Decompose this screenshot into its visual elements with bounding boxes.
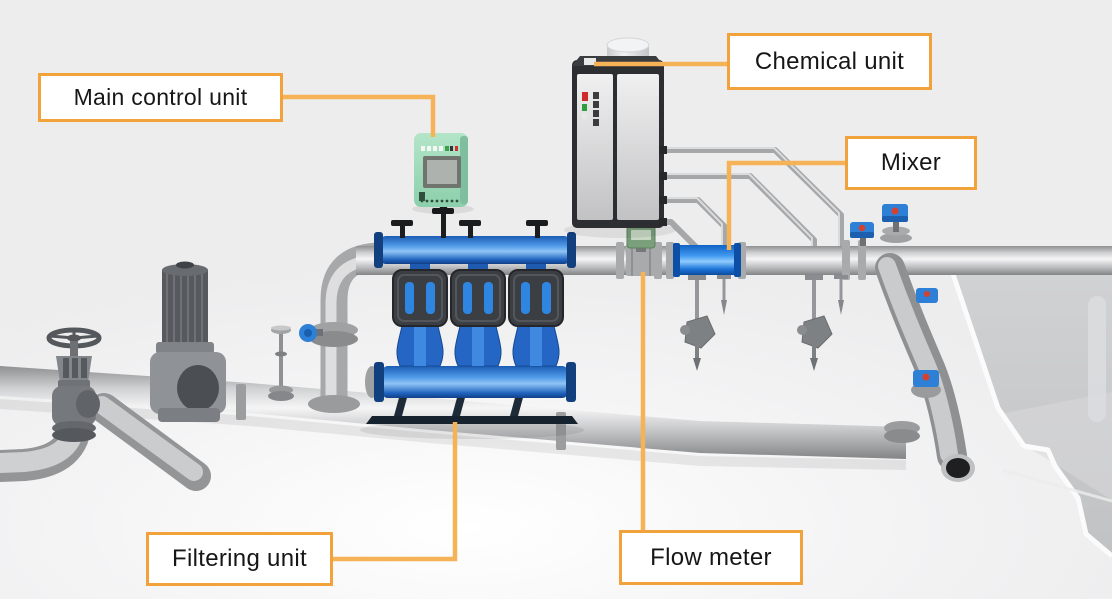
chemical-unit-cabinet [564,37,676,238]
label-flow-meter: Flow meter [619,530,803,585]
label-filtering-unit-text: Filtering unit [172,545,307,572]
bottom-manifold [382,366,568,398]
label-main-control-unit-text: Main control unit [73,84,248,110]
label-chemical-unit: Chemical unit [727,33,932,90]
manifold-fittings [391,202,548,238]
callout-line-filtering-unit [333,422,458,562]
gate-valve [46,327,102,442]
injection-points [680,275,848,371]
injection-valve [680,275,716,371]
tube-ports [659,146,667,226]
label-main-control-unit: Main control unit [38,73,283,122]
pipe-top-valve [850,222,874,246]
label-mixer: Mixer [845,136,977,190]
callout-lines [283,61,845,562]
injection-quill [717,275,731,315]
callout-line-mixer [726,160,845,250]
tank-pillar [1088,296,1106,422]
controller-leds [421,146,458,151]
filter-pod [392,258,448,367]
callout-line-main-control-unit [283,94,436,137]
filter-pod [450,258,506,367]
cabinet-indicators [582,92,599,126]
pipe-flange [236,384,246,420]
branch-valve [880,204,912,243]
diagonal-valve-lower [911,370,941,398]
top-manifold [380,236,570,264]
treatment-tank [948,267,1112,558]
tank-floor-edge [1001,468,1112,503]
label-chemical-unit-text: Chemical unit [754,47,905,75]
filtering-unit-device [360,202,584,439]
injection-valve [797,275,833,371]
mixer-device [673,243,741,277]
label-filtering-unit: Filtering unit [146,532,333,586]
outlet-pipe [850,204,975,482]
label-flow-meter-text: Flow meter [650,543,772,571]
injection-quill [834,275,848,315]
outlet-opening [946,458,970,478]
skid-base [366,416,578,424]
diagonal-valve-upper [916,288,938,303]
label-mixer-text: Mixer [880,149,942,176]
filter-pod [508,258,564,367]
tank-rim [948,267,1112,558]
flow-meter-display [631,230,651,240]
controller-terminals [420,199,459,203]
sampling-stem [268,325,294,401]
riser-pipe [268,242,383,413]
cabinet-right-panel [617,74,659,220]
pump [150,261,226,422]
main-control-unit-device [412,133,474,214]
